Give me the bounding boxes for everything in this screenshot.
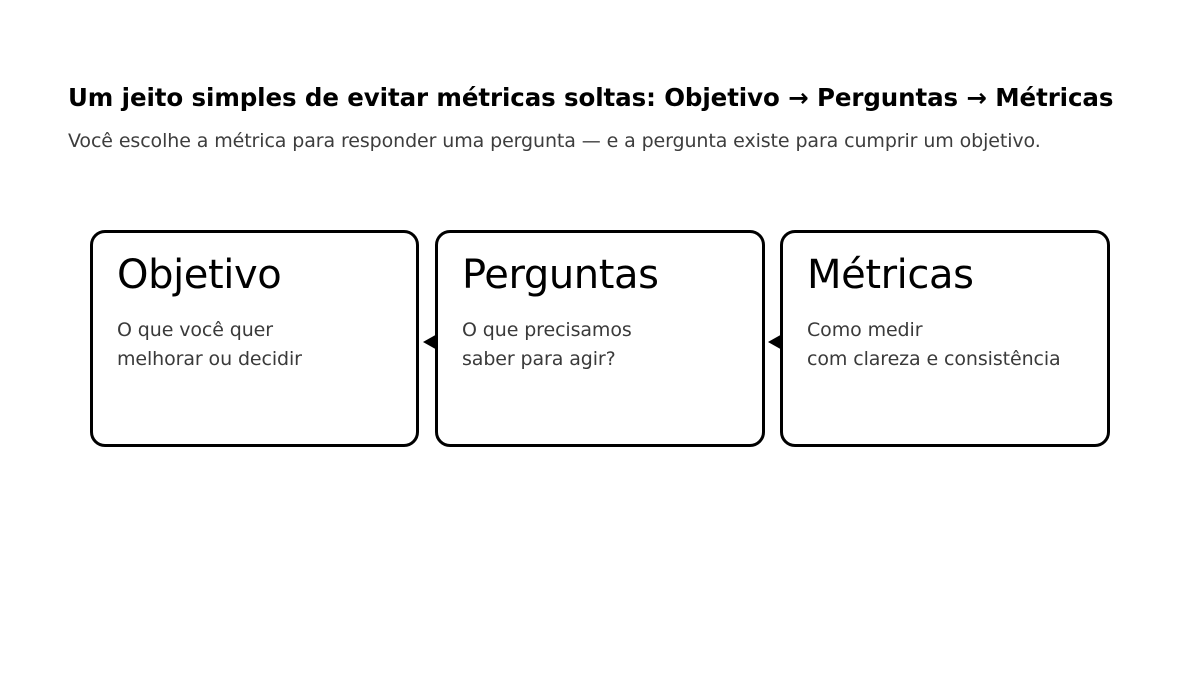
card-content: Objetivo O que você quer melhorar ou dec… [117, 250, 457, 374]
card-body: Como medir com clareza e consistência [807, 316, 1147, 374]
card-title: Objetivo [117, 252, 282, 298]
page-title: Um jeito simples de evitar métricas solt… [68, 83, 1114, 112]
header: Um jeito simples de evitar métricas solt… [68, 80, 1200, 155]
card-body-line: O que precisamos [462, 319, 632, 341]
card-body-line: melhorar ou decidir [117, 348, 302, 370]
card-content: Perguntas O que precisamos saber para ag… [462, 250, 802, 374]
flow-card-perguntas[interactable]: Perguntas O que precisamos saber para ag… [435, 230, 765, 447]
flow-card-metricas[interactable]: Métricas Como medir com clareza e consis… [780, 230, 1110, 447]
card-body: O que precisamos saber para agir? [462, 316, 802, 374]
card-content: Métricas Como medir com clareza e consis… [807, 250, 1147, 374]
card-title: Métricas [807, 252, 974, 298]
card-body-line: O que você quer [117, 319, 273, 341]
card-body: O que você quer melhorar ou decidir [117, 316, 457, 374]
card-body-line: saber para agir? [462, 348, 616, 370]
card-title: Perguntas [462, 252, 659, 298]
page-subtitle: Você escolhe a métrica para responder um… [68, 130, 1041, 152]
card-body-line: com clareza e consistência [807, 348, 1061, 370]
flow-card-objetivo[interactable]: Objetivo O que você quer melhorar ou dec… [90, 230, 419, 447]
card-body-line: Como medir [807, 319, 923, 341]
